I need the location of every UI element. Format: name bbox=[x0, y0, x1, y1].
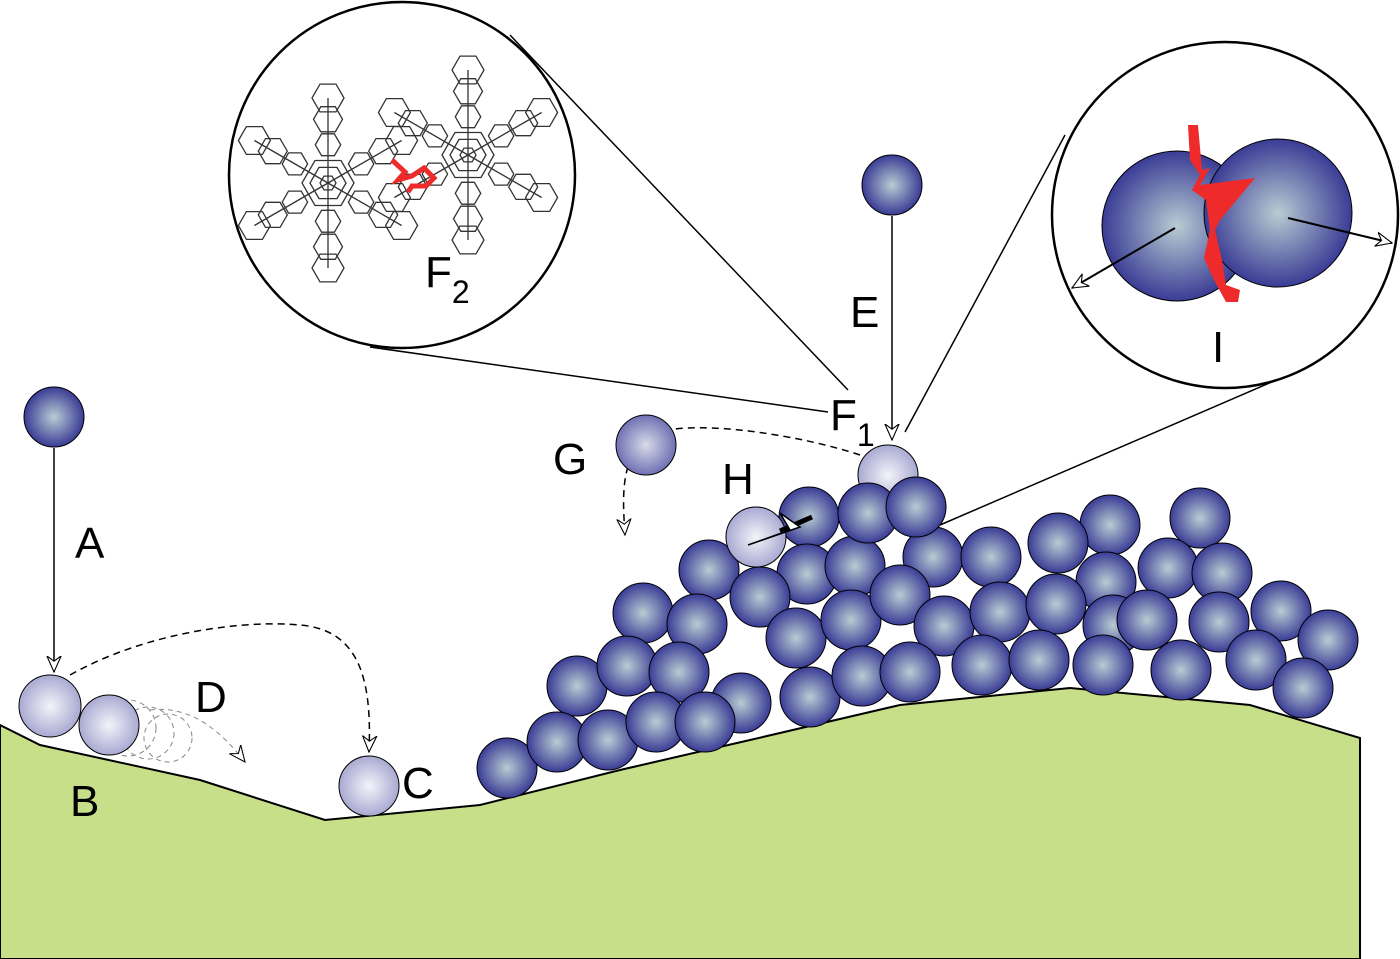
grain-h-rebound bbox=[725, 506, 787, 568]
pile-grain bbox=[1250, 580, 1312, 642]
f2-connector-line bbox=[369, 346, 829, 413]
pile-grain bbox=[596, 635, 658, 697]
snow-grain-pile bbox=[476, 486, 1359, 799]
pile-grain bbox=[1169, 487, 1231, 549]
label-i: I bbox=[1212, 323, 1224, 372]
pile-grain bbox=[476, 737, 538, 799]
i-inset-bond-fracture bbox=[1050, 40, 1400, 390]
label-f2-sub: 2 bbox=[452, 274, 470, 310]
label-h: H bbox=[722, 455, 754, 504]
pile-grain bbox=[612, 582, 674, 644]
arrow-bounce-to-c bbox=[69, 623, 369, 752]
grain-g-ejected bbox=[615, 414, 677, 476]
grain-c-rest bbox=[338, 755, 400, 817]
pile-grain bbox=[1079, 494, 1141, 556]
pile-grain bbox=[969, 581, 1031, 643]
label-f1-sub: 1 bbox=[857, 417, 875, 453]
pile-grain bbox=[1008, 629, 1070, 691]
grain-b-impact bbox=[18, 674, 82, 738]
label-f1-main: F bbox=[830, 391, 857, 440]
label-f2: F2 bbox=[425, 248, 470, 310]
pile-grain bbox=[1272, 657, 1334, 719]
i-connector-line bbox=[939, 371, 1296, 526]
snowflake-icon bbox=[237, 55, 559, 283]
pile-grain bbox=[674, 691, 736, 753]
pile-grain bbox=[1150, 639, 1212, 701]
label-e: E bbox=[850, 288, 879, 337]
pile-grain bbox=[1072, 634, 1134, 696]
pile-grain bbox=[1116, 589, 1178, 651]
pile-grain bbox=[1297, 609, 1359, 671]
pile-grain bbox=[1188, 591, 1250, 653]
label-d: D bbox=[195, 673, 227, 722]
pile-grain bbox=[1027, 512, 1089, 574]
label-g: G bbox=[553, 435, 587, 484]
bond-fracture-line bbox=[390, 158, 438, 194]
fracture-crack bbox=[1188, 125, 1255, 302]
f2-inset-bonded-snowflakes bbox=[227, 0, 577, 350]
i-connector-line bbox=[904, 134, 1066, 433]
pile-grain bbox=[951, 634, 1013, 696]
f2-connector-line bbox=[509, 34, 849, 391]
label-f1: F1 bbox=[830, 391, 875, 453]
label-f2-main: F bbox=[425, 248, 452, 297]
label-a: A bbox=[75, 519, 105, 568]
pile-grain bbox=[960, 526, 1022, 588]
pile-grain bbox=[869, 564, 931, 626]
falling-grain-a bbox=[23, 386, 85, 448]
label-c: C bbox=[402, 759, 434, 808]
pile-grain bbox=[1137, 537, 1199, 599]
pile-grain bbox=[779, 666, 841, 728]
bonded-grain bbox=[885, 476, 947, 538]
pile-grain bbox=[1025, 573, 1087, 635]
grain-d-rolling bbox=[78, 694, 140, 756]
pile-grain bbox=[879, 641, 941, 703]
pile-grain bbox=[765, 607, 827, 669]
pile-grain bbox=[1225, 629, 1287, 691]
label-b: B bbox=[70, 777, 99, 826]
falling-grain-e bbox=[861, 154, 923, 216]
